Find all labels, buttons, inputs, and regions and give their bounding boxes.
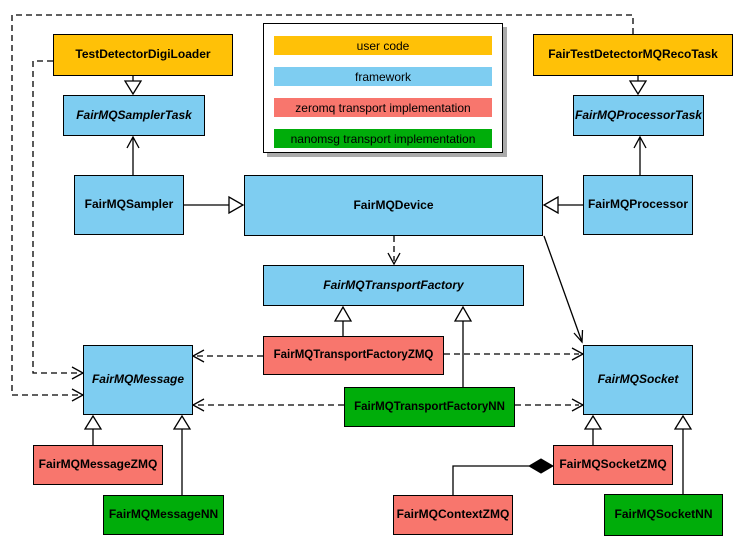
class-box-fairmqprocessortask: FairMQProcessorTask bbox=[573, 95, 704, 136]
arrowhead-open-up-samplertask bbox=[126, 135, 140, 149]
class-box-fairmqtransportfactoryzmq: FairMQTransportFactoryZMQ bbox=[263, 336, 444, 375]
class-box-fairmqtransportfactory: FairMQTransportFactory bbox=[263, 265, 524, 306]
class-box-fairmqmessagenn: FairMQMessageNN bbox=[103, 495, 224, 535]
connector-device-socket bbox=[543, 235, 583, 343]
class-box-fairtestdetectormqrecotask: FairTestDetectorMQRecoTask bbox=[533, 34, 733, 76]
legend: user code framework zeromq transport imp… bbox=[263, 23, 503, 153]
arrowhead-open-left-message-zmq bbox=[191, 349, 205, 363]
class-box-fairmqsocket: FairMQSocket bbox=[583, 345, 693, 415]
connector-recotask-message-dashed bbox=[11, 14, 634, 396]
class-box-testdetectordigiloader: TestDetectorDigiLoader bbox=[53, 34, 233, 76]
triangle-message-parent-zmq bbox=[83, 414, 103, 430]
legend-item-zeromq: zeromq transport implementation bbox=[274, 98, 492, 117]
class-box-fairmqsocketnn: FairMQSocketNN bbox=[604, 494, 723, 536]
class-box-fairmqtransportfactorynn: FairMQTransportFactoryNN bbox=[344, 387, 515, 427]
class-box-fairmqdevice: FairMQDevice bbox=[244, 175, 543, 236]
triangle-factory-parent-nn bbox=[453, 305, 473, 322]
connector-contextzmq-socketzmq bbox=[452, 465, 529, 495]
class-box-fairmqprocessor: FairMQProcessor bbox=[583, 175, 693, 235]
arrowhead-open-down-transportfactory bbox=[387, 252, 401, 266]
class-box-fairmqcontextzmq: FairMQContextZMQ bbox=[393, 495, 513, 535]
triangle-device-parent-right bbox=[542, 195, 559, 215]
triangle-device-parent-left bbox=[228, 195, 245, 215]
triangle-socket-parent-nn bbox=[673, 414, 693, 430]
legend-item-nanomsg: nanomsg transport implementation bbox=[274, 129, 492, 148]
triangle-factory-parent-zmq bbox=[333, 305, 353, 322]
triangle-message-parent-nn bbox=[172, 414, 192, 430]
class-box-fairmqsocketzmq: FairMQSocketZMQ bbox=[553, 445, 673, 485]
triangle-processortask-parent bbox=[628, 80, 648, 96]
class-box-fairmqmessagezmq: FairMQMessageZMQ bbox=[33, 445, 163, 485]
class-box-fairmqsamplertask: FairMQSamplerTask bbox=[63, 95, 205, 136]
class-box-fairmqsampler: FairMQSampler bbox=[74, 175, 184, 235]
arrowhead-open-diag-socket-device bbox=[573, 329, 584, 344]
legend-item-user-code: user code bbox=[274, 36, 492, 55]
triangle-socket-parent-zmq bbox=[583, 414, 603, 430]
arrowhead-open-left-message-nn bbox=[191, 398, 205, 412]
diamond-composition-socketzmq bbox=[528, 458, 554, 474]
legend-item-framework: framework bbox=[274, 67, 492, 86]
triangle-samplertask-parent bbox=[123, 80, 143, 96]
arrowhead-open-up-processortask bbox=[633, 135, 647, 149]
connector-digiloader-message-dashed bbox=[32, 60, 79, 374]
class-box-fairmqmessage: FairMQMessage bbox=[83, 345, 193, 415]
